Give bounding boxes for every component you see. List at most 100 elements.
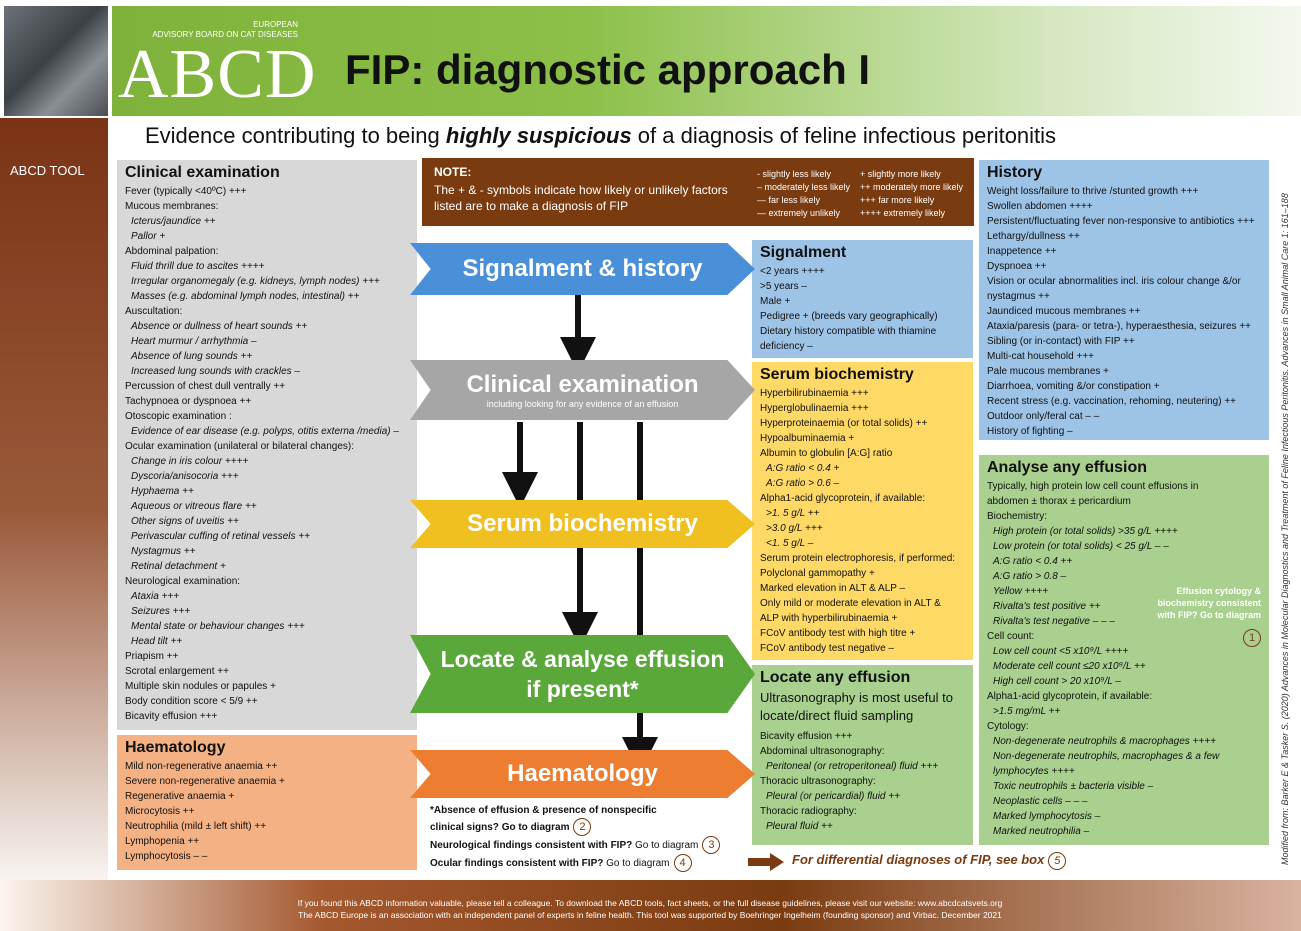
history-item: Pale mucous membranes + [987, 366, 1110, 377]
serum-biochemistry-panel: Serum biochemistry Hyperbilirubinaemia +… [752, 362, 973, 660]
haematology-item: Severe non-regenerative anaemia + [125, 776, 285, 787]
effusion-item: Neoplastic cells – – – [993, 796, 1088, 807]
diagram-1-badge[interactable]: 1 [1243, 629, 1261, 647]
effusion-item: Rivalta's test negative – – – [993, 616, 1115, 627]
clinical-title: Clinical examination [125, 164, 280, 181]
history-title: History [987, 164, 1043, 181]
clinical-item: Heart murmur / arrhythmia – [131, 336, 257, 347]
serum-list: Hyperbilirubinaemia +++Hyperglobulinaemi… [760, 386, 965, 656]
diagram-5-badge[interactable]: 5 [1048, 852, 1067, 870]
sidebar [0, 118, 108, 908]
history-item: Inappetence ++ [987, 246, 1057, 257]
history-item: Weight loss/failure to thrive /stunted g… [987, 186, 1199, 197]
abcd-logo: ABCD [118, 36, 317, 113]
clinical-item: Percussion of chest dull ventrally ++ [125, 381, 286, 392]
legend-item-more: + slightly more likely [860, 169, 941, 179]
effusion-item: Non-degenerate neutrophils & macrophages… [993, 736, 1216, 747]
effusion-title: Analyse any effusion [987, 459, 1148, 476]
serum-item: Hypoalbuminaemia + [760, 433, 855, 444]
history-item: Swollen abdomen ++++ [987, 201, 1093, 212]
effusion-item: High cell count > 20 x10⁹/L – [993, 676, 1121, 687]
org-name: EUROPEAN ADVISORY BOARD ON CAT DISEASES [152, 20, 298, 39]
clinical-item: Seizures +++ [131, 606, 191, 617]
effusion-item: abdomen ± thorax ± pericardium [987, 496, 1131, 507]
clinical-item: Irregular organomegaly (e.g. kidneys, ly… [131, 276, 380, 287]
footer [0, 880, 1301, 931]
signalment-item: >5 years – [760, 281, 807, 292]
legend-item-less: - slightly less likely [757, 169, 832, 179]
diagram-2-badge[interactable]: 2 [573, 818, 592, 836]
history-item: Outdoor only/feral cat – – [987, 411, 1100, 422]
signalment-item: Pedigree + (breeds vary geographically) [760, 311, 938, 322]
serum-item: Polyclonal gammopathy + [760, 568, 875, 579]
note-nonspecific-text: *Absence of effusion & presence of nonsp… [430, 805, 657, 833]
effusion-item: Toxic neutrophils ± bacteria visible – [993, 781, 1154, 792]
haematology-item: Neutrophilia (mild ± left shift) ++ [125, 821, 267, 832]
serum-item: A:G ratio < 0.4 + [766, 463, 840, 474]
haematology-item: Lymphopenia ++ [125, 836, 200, 847]
history-item: Sibling (or in-contact) with FIP ++ [987, 336, 1135, 347]
legend-item-less: — far less likely [757, 195, 821, 205]
clinical-item: Bicavity effusion +++ [125, 711, 218, 722]
step-haematology-label: Haematology [507, 760, 658, 787]
clinical-item: Body condition score < 5/9 ++ [125, 696, 258, 707]
effusion-item: >1.5 mg/mL ++ [993, 706, 1061, 717]
step-locate-sublabel: if present* [526, 676, 639, 702]
clinical-item: Retinal detachment + [131, 561, 226, 572]
serum-item: ALP with hyperbilirubinaemia + [760, 613, 898, 624]
effusion-item: Low protein (or total solids) < 25 g/L –… [993, 541, 1169, 552]
haematology-item: Regenerative anaemia + [125, 791, 235, 802]
effusion-item: Biochemistry: [987, 511, 1048, 522]
clinical-examination-panel: Clinical examination Fever (typically <4… [117, 160, 417, 730]
clinical-item: Tachypnoea or dyspnoea ++ [125, 396, 252, 407]
clinical-item: Absence or dullness of heart sounds ++ [131, 321, 308, 332]
haematology-item: Lymphocytosis – – [125, 851, 208, 862]
history-list: Weight loss/failure to thrive /stunted g… [987, 184, 1261, 439]
legend-less-likely: - slightly less likely – moderately less … [757, 168, 850, 220]
effusion-side-text: Effusion cytology & biochemistry consist… [1157, 586, 1261, 620]
right-arrow-icon [748, 853, 784, 871]
serum-item: Serum protein electrophoresis, if perfor… [760, 553, 956, 564]
diagram-3-badge[interactable]: 3 [702, 836, 721, 854]
step-serum-label: Serum biochemistry [467, 510, 698, 537]
signalment-title: Signalment [760, 244, 847, 261]
effusion-item: A:G ratio < 0.4 ++ [993, 556, 1073, 567]
clinical-item: Aqueous or vitreous flare ++ [131, 501, 257, 512]
clinical-item: Ocular examination (unilateral or bilate… [125, 441, 355, 452]
sidebar-label: ABCD TOOL [10, 163, 85, 178]
note-neurological: Neurological findings consistent with FI… [430, 836, 721, 854]
locate-item: Peritoneal (or retroperitoneal) fluid ++… [766, 761, 939, 772]
haematology-item: Mild non-regenerative anaemia ++ [125, 761, 278, 772]
legend-item-more: +++ far more likely [860, 195, 935, 205]
haematology-list: Mild non-regenerative anaemia ++ Severe n… [125, 759, 409, 864]
signalment-item: <2 years ++++ [760, 266, 825, 277]
diagram-4-badge[interactable]: 4 [673, 854, 692, 872]
differential-diagnoses-link[interactable]: For differential diagnoses of FIP, see b… [792, 852, 1067, 870]
step-locate-label: Locate & analyse effusion [440, 646, 725, 672]
step-clinical-sublabel: including looking for any evidence of an… [486, 399, 679, 409]
clinical-item: Other signs of uveitis ++ [131, 516, 239, 527]
history-item: Lethargy/dullness ++ [987, 231, 1080, 242]
page-title: FIP: diagnostic approach I [345, 46, 871, 93]
locate-list: Bicavity effusion +++Abdominal ultrasono… [760, 729, 965, 834]
legend-item-less: – moderately less likely [757, 182, 851, 192]
clinical-item: Multiple skin nodules or papules + [125, 681, 276, 692]
clinical-item: Abdominal palpation: [125, 246, 219, 257]
note-neurological-rest: Go to diagram [632, 840, 699, 851]
citation-text: Modified from: Barker E & Tasker S. (202… [1280, 193, 1290, 865]
footer-line-2: The ABCD Europe is an association with a… [298, 910, 1002, 920]
history-item: nystagmus ++ [987, 291, 1050, 302]
effusion-item: Cell count: [987, 631, 1035, 642]
serum-item: Alpha1-acid glycoprotein, if available: [760, 493, 926, 504]
history-item: Dyspnoea ++ [987, 261, 1047, 272]
legend-item-less: — extremely unlikely [757, 208, 841, 218]
clinical-item: Fever (typically <40ºC) +++ [125, 186, 247, 197]
clinical-item: Change in iris colour ++++ [131, 456, 249, 467]
note-neurological-bold: Neurological findings consistent with FI… [430, 840, 633, 851]
locate-lead: Ultrasonography is most useful to locate… [760, 690, 953, 723]
history-item: Recent stress (e.g. vaccination, rehomin… [987, 396, 1237, 407]
history-item: Vision or ocular abnormalities incl. iri… [987, 276, 1241, 287]
haematology-title: Haematology [125, 739, 226, 756]
cat-photo [4, 6, 108, 116]
